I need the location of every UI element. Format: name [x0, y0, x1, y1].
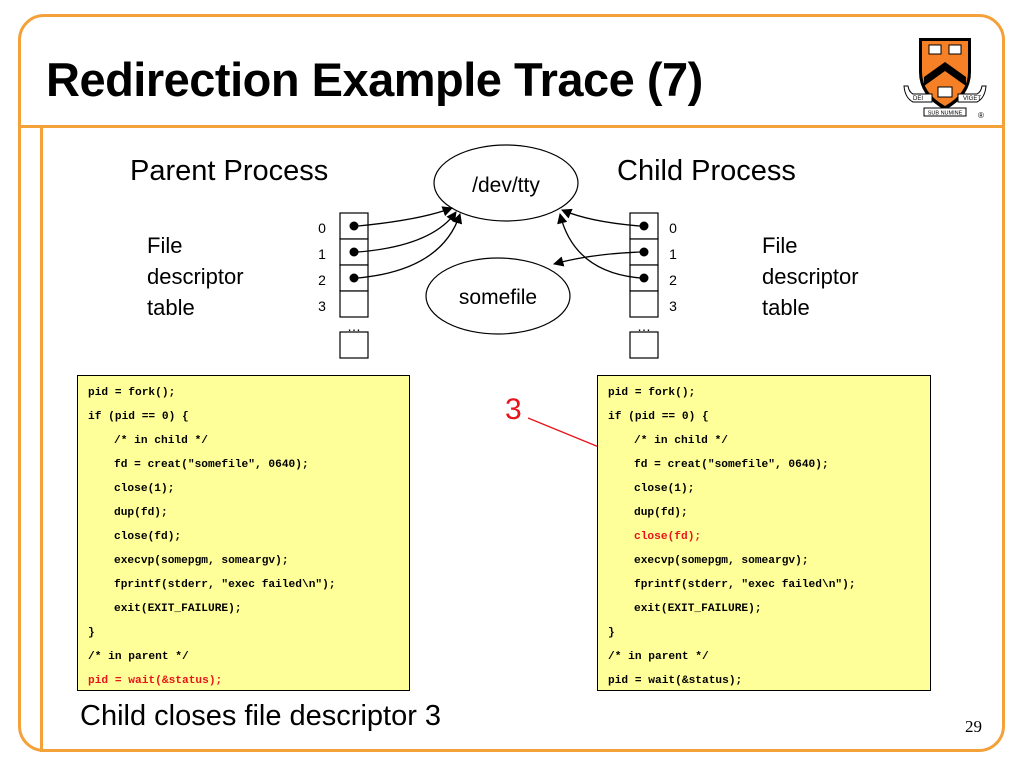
parent-code-line: pid = fork();	[88, 387, 176, 399]
princeton-shield-logo: DEI SUB NUMINE VIGET ®	[903, 38, 987, 120]
parent-fd-dot-2	[349, 273, 359, 283]
child-process-heading: Child Process	[617, 155, 796, 187]
parent-fd-cell-3	[339, 290, 369, 318]
somefile-node	[425, 257, 571, 335]
parent-code-line: pid = wait(&status);	[88, 675, 223, 687]
parent-code-line: execvp(somepgm, someargv);	[114, 555, 289, 567]
child-fd-index-3: 3	[669, 298, 677, 314]
svg-text:®: ®	[978, 111, 984, 120]
child-code-line: close(fd);	[634, 531, 702, 543]
somefile-label: somefile	[459, 286, 537, 309]
child-code-line: execvp(somepgm, someargv);	[634, 555, 809, 567]
child-fd-cell-extra	[629, 331, 659, 359]
parent-process-heading: Parent Process	[130, 155, 329, 187]
child-code-line: exit(EXIT_FAILURE);	[634, 603, 762, 615]
parent-code-line: }	[88, 627, 95, 639]
parent-fd-dot-0	[349, 221, 359, 231]
svg-text:SUB NUMINE: SUB NUMINE	[928, 111, 963, 117]
child-code-line: /* in parent */	[608, 651, 709, 663]
parent-code-line: fprintf(stderr, "exec failed\n");	[114, 579, 336, 591]
parent-code-line: /* in parent */	[88, 651, 189, 663]
parent-fd2-arrow	[357, 213, 463, 279]
parent-fd-ellipsis: …	[347, 318, 361, 334]
parent-code-line: /* in child */	[114, 435, 208, 447]
child-code-line: pid = wait(&status);	[608, 675, 743, 687]
child-fd-cell-3	[629, 290, 659, 318]
child-fd-index-1: 1	[669, 246, 677, 262]
parent-fd-index-1: 1	[318, 246, 326, 262]
parent-fd-index-2: 2	[318, 272, 326, 288]
parent-fd-table-label: File descriptor table	[147, 233, 244, 320]
slide-caption: Child closes file descriptor 3	[80, 700, 442, 732]
dev-tty-label: /dev/tty	[472, 174, 540, 197]
left-margin-line	[40, 125, 43, 752]
svg-text:DEI: DEI	[913, 96, 923, 102]
parent-code-line: exit(EXIT_FAILURE);	[114, 603, 242, 615]
dev-tty-node	[433, 144, 579, 222]
child-code-line: dup(fd);	[634, 507, 688, 519]
child-fd-index-0: 0	[669, 220, 677, 236]
child-code-line: /* in child */	[634, 435, 728, 447]
title-divider	[18, 125, 1005, 128]
parent-fd-index-3: 3	[318, 298, 326, 314]
parent-fd-table: 0 1 2 3 …	[318, 212, 369, 359]
child-fd-dot-0	[639, 221, 649, 231]
child-fd-index-2: 2	[669, 272, 677, 288]
child-fd-table-label: File descriptor table	[762, 233, 859, 320]
child-code-line: }	[608, 627, 615, 639]
parent-code-line: dup(fd);	[114, 507, 168, 519]
child-fd-dot-1	[639, 247, 649, 257]
child-code-line: pid = fork();	[608, 387, 696, 399]
parent-code-block: pid = fork(); if (pid == 0) { /* in child …	[77, 375, 410, 691]
parent-fd-dot-1	[349, 247, 359, 257]
page-number: 29	[965, 717, 982, 736]
child-fd-table: 0 1 2 3 …	[629, 212, 677, 359]
parent-fd-cell-extra	[339, 331, 369, 359]
parent-fd1-arrow	[357, 211, 457, 253]
child-fd-dot-2	[639, 273, 649, 283]
slide-frame	[18, 14, 1005, 752]
child-fd1-arrow	[552, 251, 641, 267]
child-code-line: fd = creat("somefile", 0640);	[634, 459, 829, 471]
child-code-block: pid = fork(); if (pid == 0) { /* in child …	[597, 375, 931, 691]
child-fd-ellipsis: …	[637, 318, 651, 334]
parent-code-line: if (pid == 0) {	[88, 411, 189, 423]
child-code-line: close(1);	[634, 483, 695, 495]
parent-fd0-arrow	[357, 206, 453, 227]
step-marker: 3	[505, 393, 522, 426]
slide-title: Redirection Example Trace (7)	[46, 53, 703, 106]
parent-code-line: close(1);	[114, 483, 175, 495]
parent-fd-index-0: 0	[318, 220, 326, 236]
child-fd0-arrow	[561, 208, 641, 227]
child-code-line: fprintf(stderr, "exec failed\n");	[634, 579, 856, 591]
parent-code-line: close(fd);	[114, 531, 182, 543]
svg-text:VIGET: VIGET	[963, 96, 981, 102]
child-fd2-arrow	[557, 212, 641, 279]
parent-code-line: fd = creat("somefile", 0640);	[114, 459, 309, 471]
child-code-line: if (pid == 0) {	[608, 411, 709, 423]
